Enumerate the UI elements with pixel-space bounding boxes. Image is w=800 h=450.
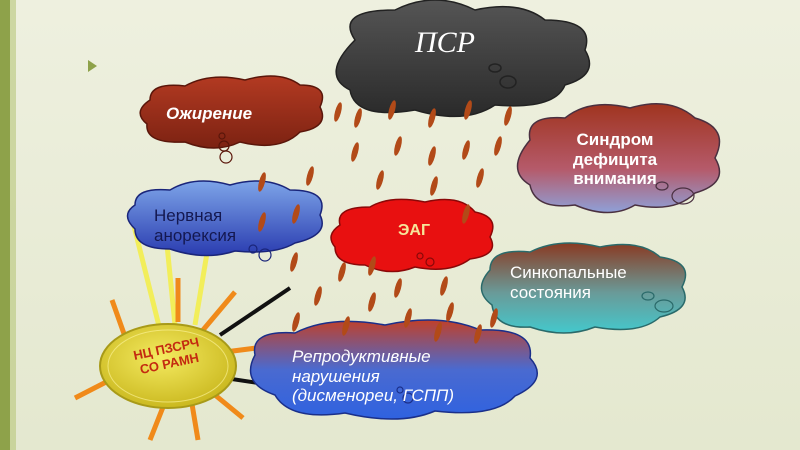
raindrop <box>394 136 402 156</box>
raindrop <box>306 166 314 186</box>
raindrop <box>258 172 266 192</box>
arrow-icon <box>88 60 97 72</box>
raindrop <box>388 100 396 120</box>
eag-cloud <box>330 198 494 273</box>
reproductive-cloud <box>249 319 539 420</box>
reproductive-label: Репродуктивные нарушения (дисменореи, ГС… <box>292 347 454 406</box>
raindrop <box>446 302 454 322</box>
psr-label: ПСР <box>415 26 475 59</box>
raindrop <box>354 108 362 128</box>
raindrop <box>376 170 384 190</box>
raindrop <box>494 136 502 156</box>
raindrop <box>394 278 402 298</box>
raindrop <box>258 212 266 232</box>
eag-label: ЭАГ <box>398 222 431 239</box>
raindrop <box>476 168 484 188</box>
adhd-cloud <box>516 103 721 214</box>
raindrop <box>368 292 376 312</box>
obesity-label: Ожирение <box>166 104 253 123</box>
anorexia-label: Нервная анорексия <box>154 206 237 245</box>
sun-badge <box>99 323 237 409</box>
syncope-label: Синкопальные состояния <box>510 263 627 302</box>
raindrop <box>334 102 342 122</box>
left-accent-bar <box>0 0 10 450</box>
raindrop <box>428 146 436 166</box>
raindrop <box>464 100 472 120</box>
raindrop <box>428 108 436 128</box>
obesity-cloud <box>139 75 324 164</box>
raindrop <box>314 286 322 306</box>
raindrop <box>290 252 298 272</box>
raindrop <box>440 276 448 296</box>
raindrop <box>462 204 470 224</box>
raindrop <box>404 308 412 328</box>
left-accent-bar-light <box>10 0 16 450</box>
raindrop <box>434 322 442 342</box>
raindrop <box>292 204 300 224</box>
syncope-cloud <box>480 242 687 334</box>
raindrop <box>430 176 438 196</box>
raindrop <box>368 256 376 276</box>
raindrop <box>351 142 359 162</box>
raindrop <box>338 262 346 282</box>
raindrop <box>292 312 300 332</box>
adhd-label: Синдром дефицита внимания <box>572 130 658 189</box>
psr-cloud <box>335 0 591 118</box>
anorexia-cloud <box>126 180 323 262</box>
raindrop <box>342 316 350 336</box>
raindrop <box>504 106 512 126</box>
raindrop <box>462 140 470 160</box>
rain-drops <box>258 100 512 344</box>
raindrop <box>490 308 498 328</box>
raindrop <box>474 324 482 344</box>
